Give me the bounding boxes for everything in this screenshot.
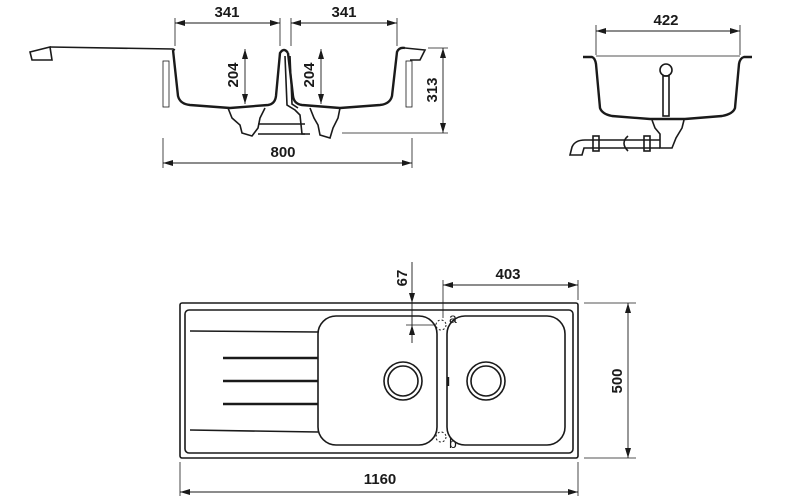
dim-label: 1160 <box>364 471 397 488</box>
sink-inner-rim <box>184 309 574 454</box>
wall-hatch-left <box>162 60 170 108</box>
tap-hole-b <box>435 431 447 443</box>
end-view: 422 <box>568 12 752 156</box>
bowl-right <box>446 315 566 446</box>
drain-right-inner <box>470 365 502 397</box>
side-view: 341 341 204 204 313 800 <box>29 4 448 168</box>
wall-hatch-right <box>405 60 413 108</box>
dim-label: 341 <box>331 4 356 21</box>
top-view: a b 67 403 500 1160 <box>179 262 636 496</box>
dim-403: 403 <box>442 266 579 318</box>
dim-204-left: 204 <box>225 49 248 104</box>
pipe-coupling <box>643 135 651 152</box>
overflow-ball <box>659 63 673 77</box>
drain-left-inner <box>387 365 419 397</box>
pipe-bend <box>623 135 629 152</box>
side-ledge-right <box>404 47 427 61</box>
dim-800: 800 <box>162 138 413 168</box>
bowl-right-profile <box>286 46 406 110</box>
waste-pipe <box>568 139 660 156</box>
drain-right-outer <box>466 361 506 401</box>
drain-left-outer <box>383 361 423 401</box>
dim-label: 500 <box>609 368 626 393</box>
dim-label: 204 <box>225 62 242 88</box>
dim-204-right: 204 <box>301 49 324 104</box>
drainer-top <box>49 46 176 51</box>
bowl-left <box>317 315 438 446</box>
dim-1160: 1160 <box>179 462 579 496</box>
drain-right <box>309 107 341 139</box>
overflow-stem <box>662 75 670 117</box>
dim-label: 403 <box>495 266 520 283</box>
side-ledge-left <box>29 46 53 61</box>
dim-341-left: 341 <box>174 4 281 46</box>
tap-hole-b-label: b <box>449 435 457 451</box>
dim-label: 341 <box>214 4 239 21</box>
drainer-grooves <box>189 330 319 433</box>
dim-label: 313 <box>424 77 441 102</box>
dim-label: 67 <box>394 270 411 287</box>
trap <box>651 119 685 149</box>
tap-hole-a <box>435 319 447 331</box>
bowl-left-profile <box>171 48 289 110</box>
dim-500: 500 <box>584 302 636 459</box>
dim-label: 204 <box>301 62 318 88</box>
drain-left <box>227 107 266 137</box>
dim-67: 67 <box>394 262 436 343</box>
dim-label: 800 <box>270 144 295 161</box>
tap-hole-a-label: a <box>449 310 457 326</box>
pipe-coupling <box>592 135 600 152</box>
sink-outline <box>179 302 579 459</box>
bowl-end-profile <box>583 55 752 121</box>
dim-422: 422 <box>595 12 741 55</box>
dim-313: 313 <box>342 47 448 134</box>
dim-label: 422 <box>653 12 678 29</box>
dim-341-right: 341 <box>290 4 398 46</box>
